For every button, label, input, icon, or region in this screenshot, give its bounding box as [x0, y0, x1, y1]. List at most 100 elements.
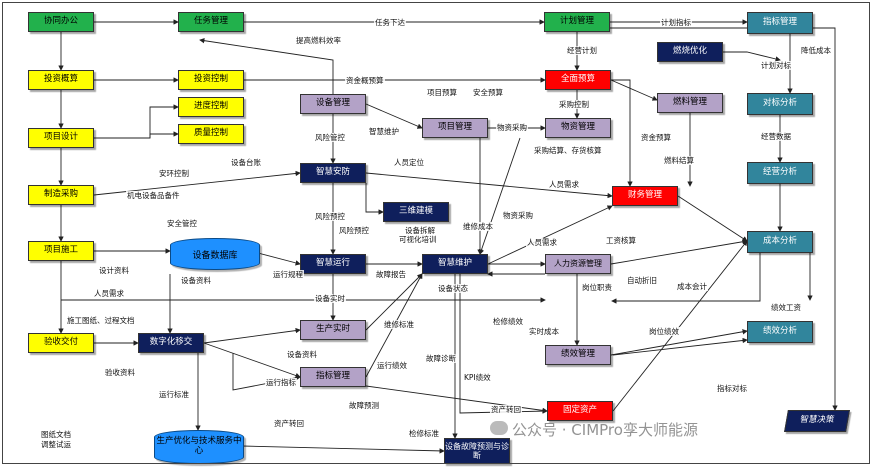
label-jihuazhibiao: 计划指标: [660, 18, 692, 27]
box-chengben[interactable]: 成本分析: [747, 231, 813, 253]
label-tuzhiwendang: 图纸文档: [40, 430, 72, 439]
box-shengchan[interactable]: 生产实时: [300, 320, 366, 340]
label-shejiziliao: 设计资料: [98, 266, 130, 275]
label-fengxianyukong2: 风险预控: [338, 226, 370, 235]
box-sanwei[interactable]: 三维建模: [383, 202, 449, 222]
label-tigaoranshao: 提高燃料效率: [295, 36, 342, 45]
box-xiangmuguanli[interactable]: 项目管理: [422, 118, 488, 138]
label-xiangmuyusuan: 项目预算: [426, 88, 458, 97]
label-wuzicaigou: 物资采购: [496, 123, 528, 132]
label-shebeiziliao2: 设备资料: [286, 350, 318, 359]
label-gangweizhize: 岗位职责: [581, 283, 613, 292]
box-caiwu[interactable]: 财务管理: [612, 186, 678, 206]
label-wuzicaigou2: 物资采购: [502, 211, 534, 220]
box-jindu[interactable]: 进度控制: [178, 97, 244, 117]
label-yunxingzhibiao: 运行指标: [265, 378, 297, 387]
label-shigongtuzhi: 施工图纸、过程文档: [66, 316, 136, 325]
box-zhibiao[interactable]: 指标管理: [747, 12, 813, 34]
box-guding[interactable]: 固定资产: [547, 401, 613, 421]
box-jihua[interactable]: 计划管理: [544, 12, 610, 32]
label-anquanyusuan: 安全预算: [472, 88, 504, 97]
label-shebeiziliao: 设备资料: [180, 276, 212, 285]
label-zijingaisuan: 资金概预算: [345, 76, 385, 85]
label-yunxingbiaozhun: 运行标准: [158, 390, 190, 399]
label-shebeitaizhang: 设备台账: [230, 158, 262, 167]
box-zhibiaoguanli2[interactable]: 指标管理: [300, 367, 366, 387]
label-jihuaduibiao: 计划对标: [760, 61, 792, 70]
label-chengbenkuaiji: 成本会计: [676, 282, 708, 291]
label-zichanzhuanhui2: 资产转回: [273, 419, 305, 428]
label-zhibiaoduibiao: 指标对标: [716, 384, 748, 393]
label-jixiaogongzi: 绩效工资: [770, 303, 802, 312]
label-jianxiujixiao: 检修绩效: [492, 317, 524, 326]
label-jingyingshuju: 经营数据: [760, 132, 792, 141]
label-renyuanxuqiu2: 人员需求: [526, 238, 558, 247]
box-shuzihua[interactable]: 数字化移交: [138, 333, 204, 353]
label-shishichengben: 实时成本: [528, 327, 560, 336]
box-zhiliang[interactable]: 质量控制: [178, 124, 244, 144]
label-tiaozhengshishi: 调整试运: [40, 440, 72, 449]
label-fengxianguankong: 风险管控: [314, 133, 346, 142]
box-zhihuianfang[interactable]: 智慧安防: [300, 163, 366, 183]
box-zhihuiweihu[interactable]: 智慧维护: [422, 254, 488, 274]
box-jixiaoguanli[interactable]: 绩效管理: [545, 345, 611, 365]
label-renwuxiada: 任务下达: [374, 18, 406, 27]
label-zidongzhejiu: 自动折旧: [626, 276, 658, 285]
box-quanmianyusuan[interactable]: 全面预算: [545, 70, 611, 90]
box-renwu[interactable]: 任务管理: [178, 12, 244, 32]
cylinder-shebeishujuku[interactable]: 设备数据库: [170, 238, 260, 270]
wechat-icon: [490, 421, 508, 435]
label-gongzihesuan: 工资核算: [605, 236, 637, 245]
label-keshihua: 可视化培训: [398, 235, 438, 244]
box-wuzi[interactable]: 物资管理: [545, 118, 611, 138]
box-xiangmushigong[interactable]: 项目施工: [28, 241, 94, 261]
box-ranliao[interactable]: 燃料管理: [657, 93, 723, 113]
box-xiangmusheji[interactable]: 项目设计: [28, 128, 94, 148]
box-ranshao[interactable]: 燃烧优化: [657, 42, 723, 62]
label-jingyingjihua: 经营计划: [566, 46, 598, 55]
label-gangweijixiao: 岗位绩效: [648, 327, 680, 336]
label-yanshouziliao: 验收资料: [104, 368, 136, 377]
box-zhihuiyunxing[interactable]: 智慧运行: [300, 254, 366, 274]
label-renyuanxuqiu3: 人员需求: [93, 289, 125, 298]
label-weixiubiaozhun: 维修标准: [383, 320, 415, 329]
watermark: 公众号 · CIMPro孪大师能源: [512, 421, 698, 439]
label-kpijixiao: KPI绩效: [463, 373, 492, 382]
label-renyuanxuqiu: 人员需求: [548, 180, 580, 189]
label-yunxingjixiao: 运行绩效: [376, 361, 408, 370]
label-renyuandingwei: 人员定位: [393, 158, 425, 167]
label-shebeishishi: 设备实时: [314, 294, 346, 303]
box-guzhang[interactable]: 设备故障预测与诊断: [444, 438, 510, 464]
box-touzikongzhi[interactable]: 投资控制: [178, 70, 244, 90]
cylinder-shengchanyouhua[interactable]: 生产优化与技术服务中心: [154, 430, 244, 464]
label-anhuankongzhi: 安环控制: [158, 169, 190, 178]
label-guzhangzhenduan: 故障诊断: [425, 354, 457, 363]
box-duibiao[interactable]: 对标分析: [747, 93, 813, 115]
label-zijinyusuan: 资金预算: [640, 133, 672, 142]
label-shebeizhuangtai: 设备状态: [437, 284, 469, 293]
label-weixiuchengben: 维修成本: [462, 222, 494, 231]
box-yanshou[interactable]: 验收交付: [28, 333, 94, 353]
box-xietong[interactable]: 协同办公: [28, 12, 94, 32]
label-yunxingguicheng: 运行规程: [272, 270, 304, 279]
box-touzigaisuan[interactable]: 投资概算: [28, 70, 94, 90]
label-jidianshebei: 机电设备品备件: [126, 191, 181, 200]
label-caigoukongzhi: 采购控制: [558, 100, 590, 109]
label-fengxianyukong: 风险预控: [314, 212, 346, 221]
box-jixiao[interactable]: 绩效分析: [747, 321, 813, 343]
label-caigoujiesuan: 采购结算、存货核算: [533, 146, 603, 155]
label-anquanguankong: 安全管控: [166, 219, 198, 228]
label-zhihuiweihu: 智慧维护: [368, 127, 400, 136]
box-zhihuijuece[interactable]: 智慧决策: [784, 410, 850, 432]
label-shebeichaijie: 设备拆解: [404, 226, 436, 235]
box-jingying[interactable]: 经营分析: [747, 162, 813, 184]
box-zhizaocaigou[interactable]: 制造采购: [28, 185, 94, 205]
label-jiangdichengben: 降低成本: [800, 46, 832, 55]
box-renli[interactable]: 人力资源管理: [545, 254, 611, 274]
label-ranliaojiesuan: 燃料结算: [663, 156, 695, 165]
label-jianxiubiaozhun: 检修标准: [408, 429, 440, 438]
label-zichanzhuanhui: 资产转回: [490, 405, 522, 414]
box-shebei[interactable]: 设备管理: [300, 94, 366, 114]
